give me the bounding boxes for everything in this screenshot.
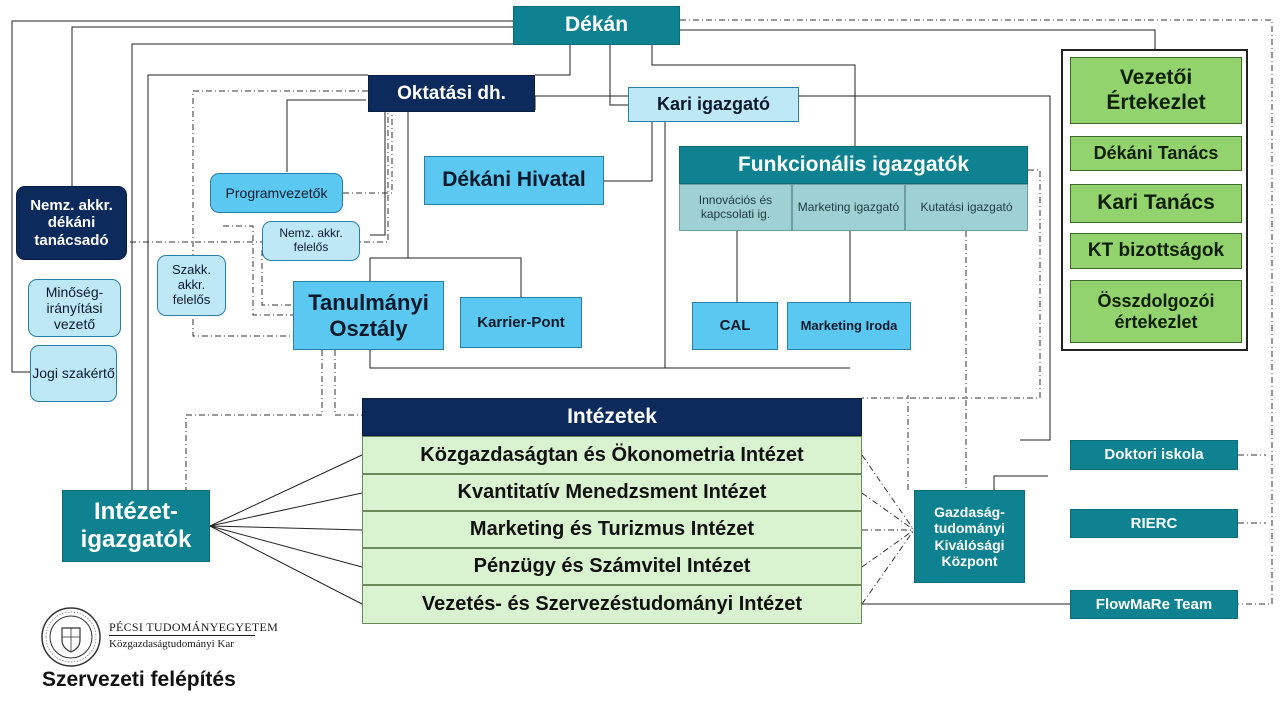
- programvezetok-box: Programvezetők: [210, 173, 343, 213]
- vezetoi-ertekezlet-box: Vezetői Értekezlet: [1070, 57, 1242, 124]
- kari-igazgato-box: Kari igazgató: [628, 87, 799, 122]
- kutatasi-igazgato-cell: Kutatási igazgató: [905, 184, 1028, 231]
- minoseg-iranyitasi-vezeto-box: Minőség-irányítási vezető: [28, 279, 121, 337]
- intezet-row: Kvantitatív Menedzsment Intézet: [362, 474, 862, 511]
- funkcionalis-igazgatok-header: Funkcionális igazgatók: [679, 146, 1028, 184]
- karrier-pont-box: Karrier-Pont: [460, 297, 582, 348]
- intezet-row: Marketing és Turizmus Intézet: [362, 511, 862, 548]
- intezet-igazgatok-box: Intézet-igazgatók: [62, 490, 210, 562]
- tanulmanyi-osztaly-box: Tanulmányi Osztály: [293, 281, 444, 350]
- university-seal-logo: [41, 607, 101, 667]
- cal-box: CAL: [692, 302, 778, 350]
- doktori-iskola-box: Doktori iskola: [1070, 440, 1238, 470]
- marketing-igazgato-cell: Marketing igazgató: [792, 184, 905, 231]
- dekani-tanacs-box: Dékáni Tanács: [1070, 136, 1242, 171]
- szakk-akkr-felelos-box: Szakk. akkr. felelős: [157, 255, 226, 316]
- intezet-row: Közgazdaságtan és Ökonometria Intézet: [362, 436, 862, 474]
- marketing-iroda-box: Marketing Iroda: [787, 302, 911, 350]
- jogi-szakerto-box: Jogi szakértő: [30, 345, 117, 402]
- flowmare-team-box: FlowMaRe Team: [1070, 590, 1238, 619]
- slide-caption: Szervezeti felépítés: [42, 668, 236, 691]
- intezetek-header: Intézetek: [362, 398, 862, 436]
- intezet-row: Pénzügy és Számvitel Intézet: [362, 548, 862, 585]
- osszdolgozoi-ertekezlet-box: Összdolgozói értekezlet: [1070, 280, 1242, 343]
- innovacios-igazgato-cell: Innovációs és kapcsolati ig.: [679, 184, 792, 231]
- kari-tanacs-box: Kari Tanács: [1070, 184, 1242, 223]
- nemz-akkr-tanacsado-box: Nemz. akkr. dékáni tanácsadó: [16, 186, 127, 260]
- logo-divider: [109, 635, 255, 636]
- intezet-row: Vezetés- és Szervezéstudományi Intézet: [362, 585, 862, 624]
- nemz-akkr-felelos-box: Nemz. akkr. felelős: [262, 221, 360, 261]
- dekan-box: Dékán: [513, 6, 680, 45]
- university-name: PÉCSI TUDOMÁNYEGYETEM: [109, 620, 279, 634]
- rierc-box: RIERC: [1070, 509, 1238, 538]
- oktatasi-dekanhelyettes-box: Oktatási dh.: [368, 75, 535, 112]
- faculty-name: Közgazdaságtudományi Kar: [109, 638, 234, 650]
- dekani-hivatal-box: Dékáni Hivatal: [424, 156, 604, 205]
- gtk-kivalosagi-kozpont-box: Gazdaság-tudományi Kiválósági Központ: [914, 490, 1025, 583]
- kt-bizottsagok-box: KT bizottságok: [1070, 233, 1242, 269]
